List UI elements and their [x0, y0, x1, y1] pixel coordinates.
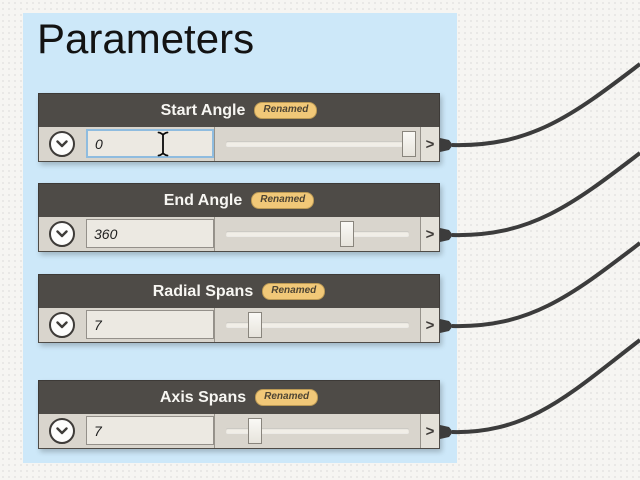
renamed-badge: Renamed: [254, 102, 318, 119]
expand-chevron-button[interactable]: [49, 312, 75, 338]
slider-handle[interactable]: [248, 312, 263, 338]
node-title: Radial Spans: [152, 282, 254, 300]
node-title: Start Angle: [160, 101, 246, 119]
node-body: >: [38, 308, 440, 343]
cell-divider: [214, 308, 215, 342]
node-header[interactable]: Radial Spans Renamed: [38, 274, 440, 308]
group-title[interactable]: Parameters: [37, 15, 255, 62]
node-body: >: [38, 127, 440, 162]
node-header[interactable]: End Angle Renamed: [38, 183, 440, 217]
renamed-badge: Renamed: [251, 192, 315, 209]
wire[interactable]: [451, 241, 640, 329]
node-radial-spans[interactable]: Radial Spans Renamed >: [38, 274, 440, 343]
chevron-down-icon: [56, 230, 68, 238]
wire[interactable]: [451, 62, 640, 148]
value-input[interactable]: [86, 416, 214, 445]
renamed-badge: Renamed: [262, 283, 326, 300]
node-end-angle[interactable]: End Angle Renamed >: [38, 183, 440, 252]
slider-handle[interactable]: [402, 131, 416, 157]
node-axis-spans[interactable]: Axis Spans Renamed >: [38, 380, 440, 449]
output-port[interactable]: >: [420, 127, 439, 161]
cell-divider: [214, 127, 215, 161]
node-body: >: [38, 414, 440, 449]
text-cursor-icon: [157, 131, 169, 157]
cell-divider: [214, 414, 215, 448]
chevron-down-icon: [56, 140, 68, 148]
slider-track[interactable]: [226, 322, 409, 327]
slider-handle[interactable]: [339, 221, 354, 247]
chevron-down-icon: [56, 427, 68, 435]
cell-divider: [214, 217, 215, 251]
node-start-angle[interactable]: Start Angle Renamed >: [38, 93, 440, 162]
slider-track[interactable]: [226, 428, 409, 433]
slider-track[interactable]: [226, 231, 409, 236]
expand-chevron-button[interactable]: [49, 418, 75, 444]
node-header[interactable]: Axis Spans Renamed: [38, 380, 440, 414]
value-input[interactable]: [86, 129, 214, 158]
node-body: >: [38, 217, 440, 252]
node-title: End Angle: [163, 191, 243, 209]
wire[interactable]: [451, 338, 640, 435]
expand-chevron-button[interactable]: [49, 131, 75, 157]
slider-track[interactable]: [226, 141, 409, 146]
value-input[interactable]: [86, 219, 214, 248]
value-input[interactable]: [86, 310, 214, 339]
node-header[interactable]: Start Angle Renamed: [38, 93, 440, 127]
output-port[interactable]: >: [420, 217, 439, 251]
chevron-down-icon: [56, 321, 68, 329]
output-port[interactable]: >: [420, 308, 439, 342]
output-port[interactable]: >: [420, 414, 439, 448]
expand-chevron-button[interactable]: [49, 221, 75, 247]
renamed-badge: Renamed: [255, 389, 319, 406]
slider-handle[interactable]: [248, 418, 263, 444]
wire[interactable]: [451, 151, 640, 238]
node-title: Axis Spans: [159, 388, 247, 406]
